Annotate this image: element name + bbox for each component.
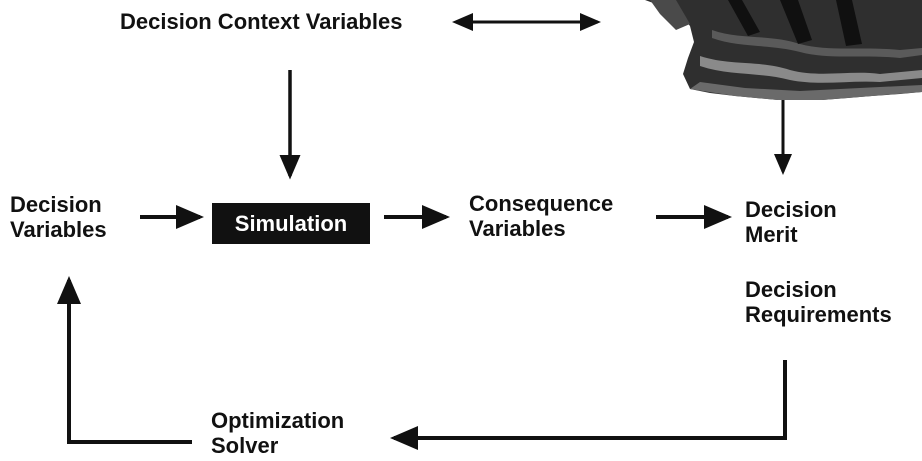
consequence-variables-label: Consequence Variables [469, 191, 613, 241]
decision-variables-label: Decision Variables [10, 192, 107, 242]
decision-variables-line-2: Variables [10, 217, 107, 242]
optimization-solver-line-2: Solver [211, 433, 279, 458]
simulation-box: Simulation [212, 203, 370, 244]
consequence-variables-line-2: Variables [469, 216, 566, 241]
optimization-solver-label: Optimization Solver [211, 408, 344, 458]
arrow-requirements-to-optimizer [390, 360, 787, 450]
optimization-solver-line-1: Optimization [211, 408, 345, 433]
consequence-variables-line-1: Consequence [469, 191, 614, 216]
decision-requirements-line-2: Requirements [745, 302, 892, 327]
decision-variables-line-1: Decision [10, 192, 102, 217]
stakeholder-figure-icon [645, 0, 922, 100]
arrow-optimizer-to-decision [57, 276, 192, 444]
decision-merit-line-1: Decision [745, 197, 837, 222]
decision-requirements-line-1: Decision [745, 277, 837, 302]
decision-merit-label: Decision Merit [745, 197, 837, 247]
decision-merit-line-2: Merit [745, 222, 798, 247]
decision-context-variables-label: Decision Context Variables [120, 9, 403, 34]
decision-requirements-label: Decision Requirements [745, 277, 892, 327]
